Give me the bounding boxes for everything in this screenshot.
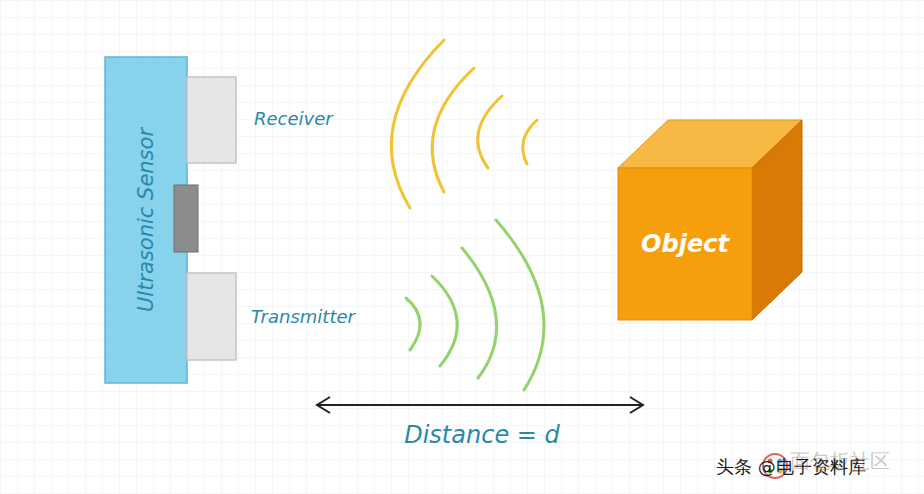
cube-side bbox=[752, 120, 802, 320]
watermark: 头条 @电子资料库 bbox=[716, 455, 866, 479]
receiver-can bbox=[187, 77, 236, 163]
node-label: Object bbox=[641, 230, 729, 258]
object-cube: Object bbox=[618, 168, 752, 320]
crystal bbox=[174, 185, 198, 252]
sensor-board: Ultrasonic Sensor bbox=[105, 57, 187, 383]
part-name: Transmitter bbox=[251, 306, 355, 327]
transmitter-can bbox=[187, 273, 236, 360]
echo-waves bbox=[391, 40, 537, 208]
distance-arrow bbox=[317, 397, 643, 413]
cube-front bbox=[618, 168, 752, 320]
part-name: Receiver bbox=[254, 108, 333, 129]
vertical-title: Ultrasonic Sensor bbox=[134, 128, 158, 312]
dimension-label: Distance = d bbox=[404, 421, 560, 449]
emitted-waves bbox=[406, 220, 544, 390]
